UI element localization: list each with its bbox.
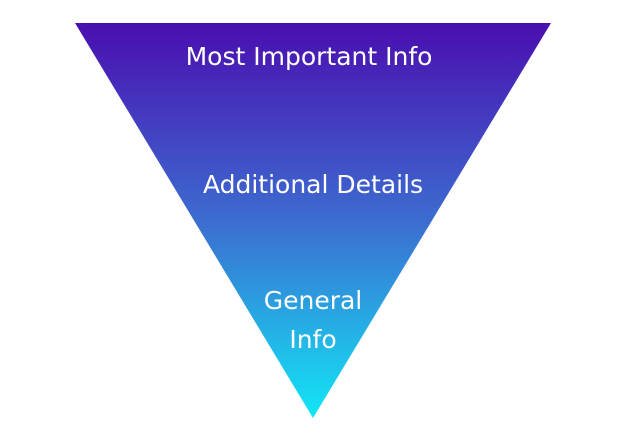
- inverted-triangle: [75, 23, 551, 418]
- tier-label-general: General: [264, 286, 363, 315]
- tier-label-additional-details: Additional Details: [203, 170, 423, 199]
- tier-label-info: Info: [289, 325, 336, 354]
- tier-label-most-important-info: Most Important Info: [186, 42, 433, 71]
